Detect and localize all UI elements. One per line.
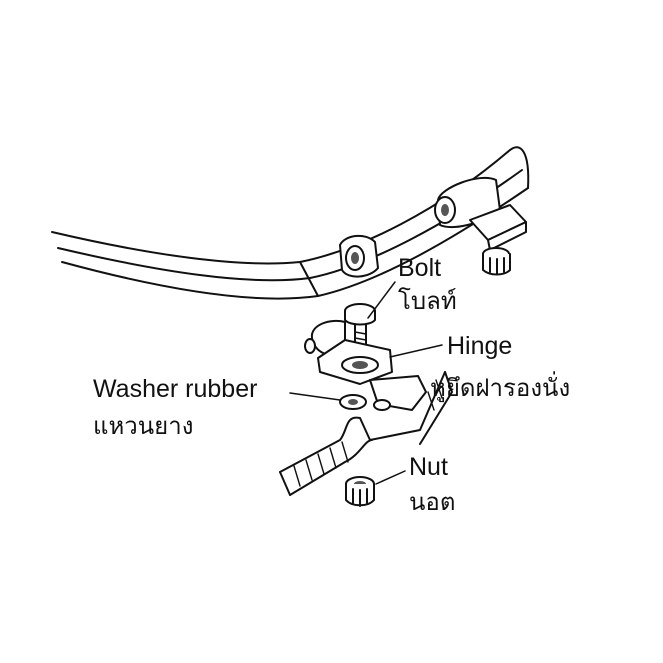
washer-leader (289, 392, 341, 401)
nut-leader (375, 470, 406, 485)
washer-label-thai: แหวนยาง (93, 412, 194, 440)
washer-label: Washer rubber (93, 375, 258, 403)
nut-label: Nut (409, 453, 448, 481)
bowl-rim-section (279, 371, 453, 496)
washer-rubber (339, 394, 367, 410)
left-seat-hinge-boss (339, 234, 379, 278)
hinge-bracket (304, 319, 427, 411)
bolt-label-thai: โบลท์ (398, 287, 457, 315)
hinge-leader (389, 344, 443, 358)
hinge-label: Hinge (447, 332, 513, 360)
bolt-leader (367, 281, 396, 319)
hinge-label-thai: หูยึดฝารองนั่ง (430, 374, 571, 402)
leader-lines (289, 281, 443, 485)
right-seat-hinge-assembly (434, 176, 527, 276)
nut-label-thai: นอต (409, 488, 456, 516)
nut (345, 476, 375, 507)
bolt-label: Bolt (398, 254, 442, 282)
